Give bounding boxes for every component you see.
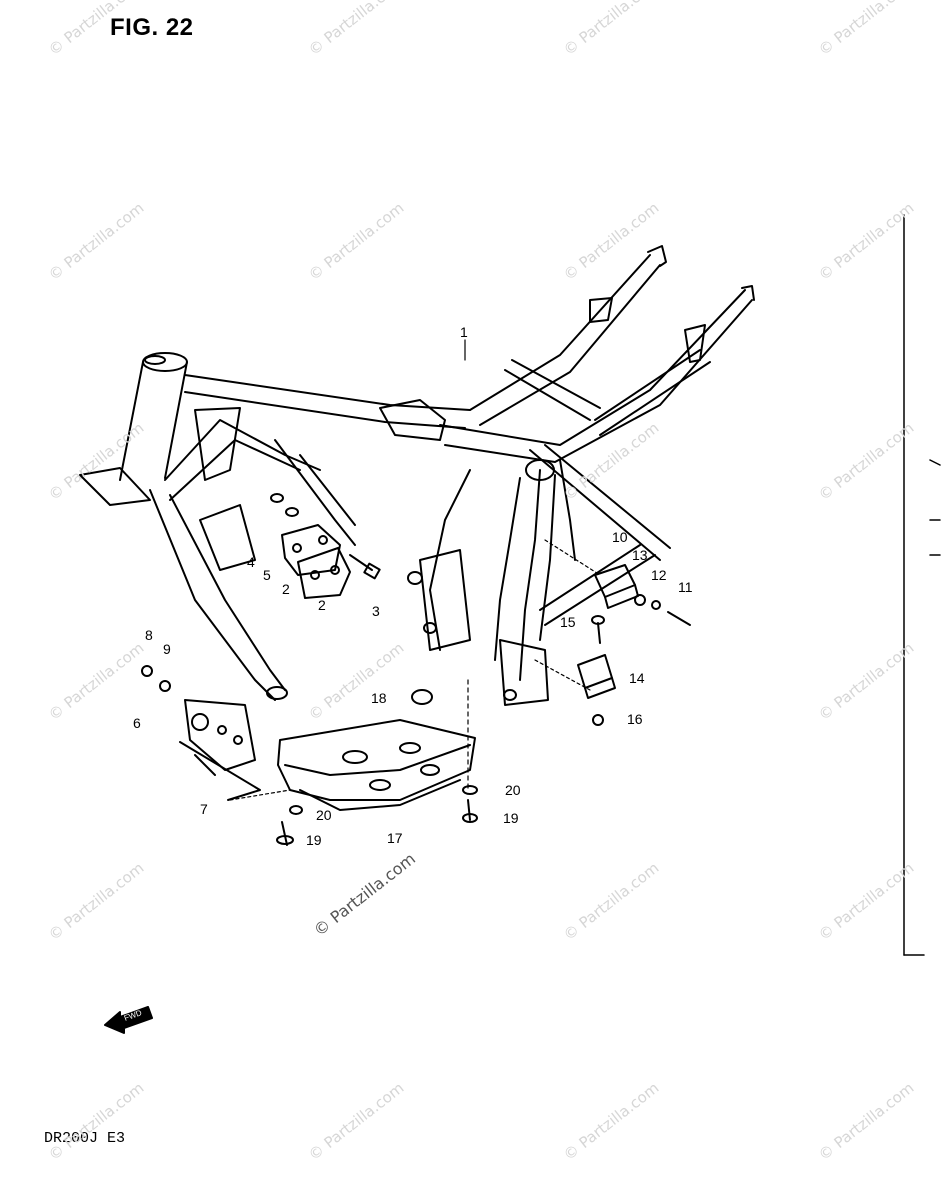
- engine-bracket-pair: [281, 524, 351, 599]
- callout-7: 7: [200, 801, 208, 817]
- callout-5: 5: [263, 567, 271, 583]
- front-lower-mount: [141, 665, 261, 801]
- grommet-18: [411, 689, 433, 705]
- callout-2: 2: [282, 581, 290, 597]
- callout-3: 3: [372, 603, 380, 619]
- callout-18: 18: [371, 690, 387, 706]
- callout-12: 12: [651, 567, 667, 583]
- washers-4-5: [270, 493, 299, 517]
- leader-lines: [229, 339, 601, 801]
- scan-edge: [903, 214, 941, 956]
- cushion-10: [594, 564, 639, 609]
- callout-20: 20: [505, 782, 521, 798]
- fwd-arrow-icon: [104, 1006, 153, 1034]
- skid-plate: [277, 719, 476, 811]
- callout-11: 11: [678, 579, 693, 595]
- callout-2: 2: [318, 597, 326, 613]
- main-frame: [79, 245, 755, 706]
- callout-8: 8: [145, 627, 153, 643]
- seat-hardware: [591, 594, 691, 726]
- callout-1: 1: [460, 324, 468, 340]
- callout-19: 19: [306, 832, 322, 848]
- callout-17: 17: [387, 830, 403, 846]
- callout-9: 9: [163, 641, 171, 657]
- figure-title: FIG. 22: [110, 14, 194, 41]
- callout-6: 6: [133, 715, 141, 731]
- cushion-14: [577, 654, 616, 699]
- callout-20: 20: [316, 807, 332, 823]
- callout-13: 13: [632, 547, 648, 563]
- callout-15: 15: [560, 614, 576, 630]
- callout-14: 14: [629, 670, 645, 686]
- callout-19: 19: [503, 810, 519, 826]
- callout-4: 4: [247, 554, 255, 570]
- model-code: DR200J E3: [44, 1130, 126, 1147]
- skid-plate-bolts: [276, 785, 478, 846]
- callout-16: 16: [627, 711, 643, 727]
- callout-10: 10: [612, 529, 628, 545]
- bolt-3: [349, 554, 381, 580]
